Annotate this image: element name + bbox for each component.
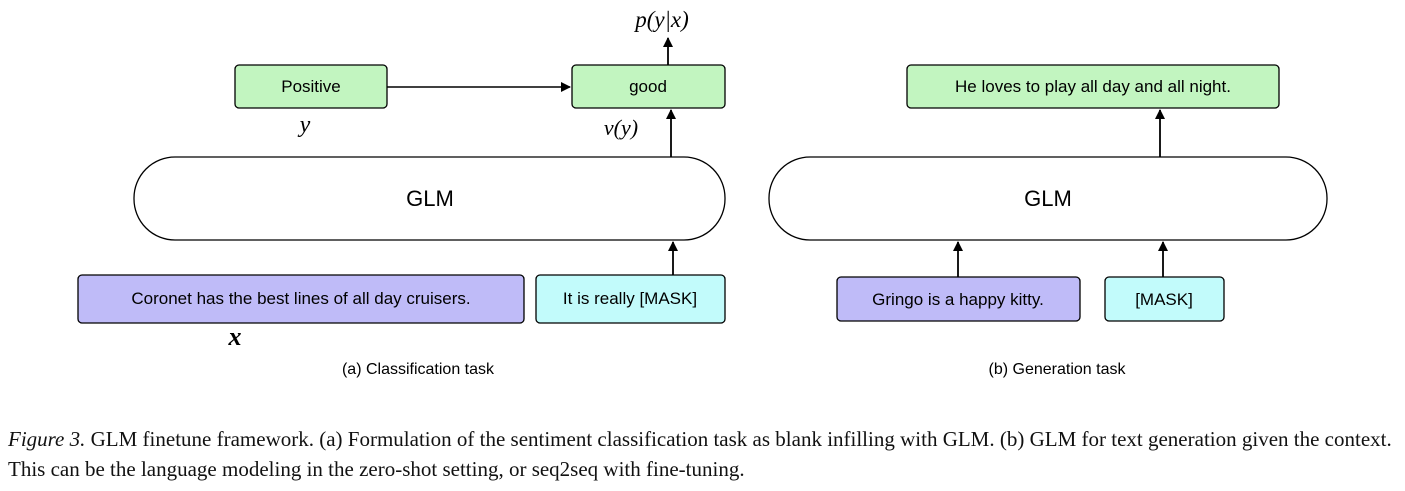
subcaption-b: (b) Generation task — [989, 361, 1127, 378]
figure-diagram: Positive y good p(y|x) v(y) GLM Coronet … — [77, 7, 1328, 378]
good-label: good — [629, 77, 667, 96]
input-x-box — [77, 274, 525, 324]
prompt-label: It is really [MASK] — [563, 289, 697, 308]
figure-caption: Figure 3. GLM finetune framework. (a) Fo… — [8, 424, 1400, 484]
panel-b: He loves to play all day and all night. … — [768, 64, 1328, 378]
good-box — [571, 64, 726, 109]
output-box — [906, 64, 1280, 109]
positive-label: Positive — [281, 77, 341, 96]
v-label: v(y) — [604, 115, 638, 140]
output-label: He loves to play all day and all night. — [955, 77, 1231, 96]
glm-model-a — [133, 156, 726, 241]
glm-label-b: GLM — [1024, 186, 1072, 211]
prob-label: p(y|x) — [633, 7, 689, 32]
context-box — [836, 276, 1081, 322]
figure-label: Figure 3. — [8, 427, 86, 451]
mask-label: [MASK] — [1135, 290, 1193, 309]
x-symbol: x — [228, 322, 242, 351]
input-x-label: Coronet has the best lines of all day cr… — [131, 289, 470, 308]
mask-box — [1104, 276, 1225, 322]
glm-model-b — [768, 156, 1328, 241]
y-symbol: y — [298, 112, 311, 138]
subcaption-a: (a) Classification task — [342, 361, 495, 378]
glm-label-a: GLM — [406, 186, 454, 211]
prompt-box — [535, 274, 726, 324]
caption-text: GLM finetune framework. (a) Formulation … — [8, 427, 1392, 481]
context-label: Gringo is a happy kitty. — [872, 290, 1044, 309]
panel-a: Positive y good p(y|x) v(y) GLM Coronet … — [77, 7, 726, 378]
